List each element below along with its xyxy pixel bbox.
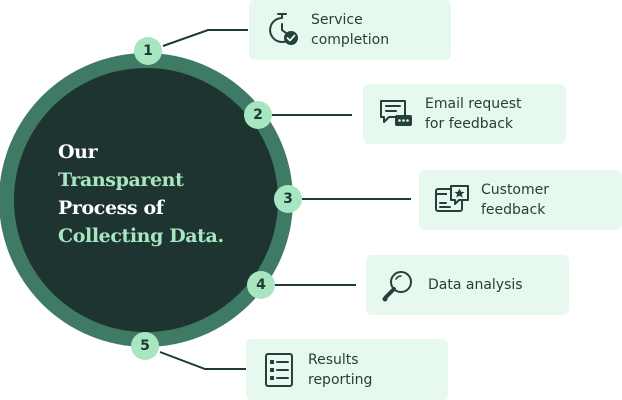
- title-line-3: Process of: [58, 194, 258, 222]
- step-card-5: Results reporting: [246, 339, 448, 400]
- step-badge-5: 5: [131, 332, 159, 360]
- step-label-2: Email request for feedback: [425, 96, 522, 132]
- star-window-icon: [435, 185, 469, 212]
- step-label-5: Results reporting: [308, 351, 373, 388]
- title-line-4: Collecting Data.: [58, 225, 224, 247]
- step-card-3: Customer feedback: [419, 170, 622, 230]
- step-card-2: Email request for feedback: [363, 84, 566, 144]
- title-line-2: Transparent: [58, 169, 184, 191]
- step-badge-4: 4: [247, 271, 275, 299]
- title-line-3a: Process: [58, 197, 138, 219]
- step-label-1: Service completion: [311, 12, 390, 48]
- connector-5: [159, 351, 246, 370]
- diagram-title: Our Transparent Process of Collecting Da…: [58, 138, 258, 250]
- clock-check-icon: [269, 13, 298, 45]
- step-badge-3: 3: [274, 185, 302, 213]
- step-label-4: Data analysis: [428, 277, 523, 293]
- title-line-1: Our: [58, 141, 98, 163]
- step-card-4: Data analysis: [366, 255, 569, 315]
- step-label-3: Customer feedback: [481, 182, 550, 218]
- checklist-icon: [265, 352, 293, 387]
- step-badge-2: 2: [244, 101, 272, 129]
- chat-bubble-icon: [380, 100, 412, 126]
- connector-1: [162, 29, 248, 47]
- title-line-3b: of: [143, 197, 164, 219]
- step-card-1: Service completion: [249, 0, 451, 60]
- step-badge-1: 1: [134, 37, 162, 65]
- magnifier-icon: [382, 271, 412, 302]
- inner-circle: [14, 68, 278, 332]
